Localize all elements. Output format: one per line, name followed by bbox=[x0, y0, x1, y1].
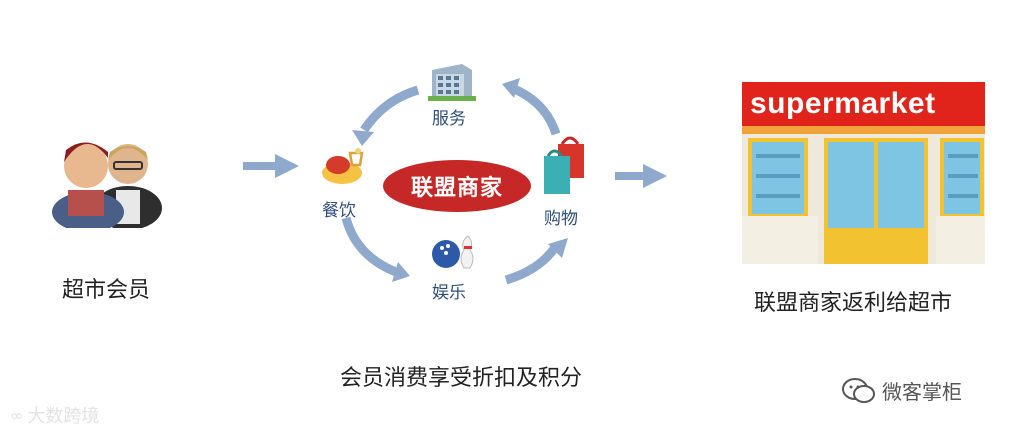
watermark-right: 微客掌柜 bbox=[842, 376, 962, 405]
cycle-diagram bbox=[300, 50, 630, 310]
shopping-bags-icon bbox=[540, 134, 588, 198]
rebate-label: 联盟商家返利给超市 bbox=[754, 291, 953, 316]
node-label-dining: 餐饮 bbox=[322, 201, 356, 221]
hub-label: 联盟商家 bbox=[383, 160, 531, 212]
arrow-right-icon bbox=[243, 152, 299, 180]
storefront-sign: supermarket bbox=[750, 87, 936, 120]
bowling-icon bbox=[428, 232, 478, 272]
building-icon bbox=[428, 58, 476, 102]
dining-icon bbox=[318, 145, 368, 187]
members-illustration bbox=[40, 118, 170, 232]
node-label-entertainment: 娱乐 bbox=[432, 283, 466, 303]
watermark-left: ∞ 大数跨境 bbox=[10, 405, 100, 428]
members-label: 超市会员 bbox=[62, 278, 151, 303]
storefront-windows bbox=[742, 134, 985, 264]
wechat-icon bbox=[842, 377, 875, 403]
node-label-shopping: 购物 bbox=[544, 209, 578, 229]
storefront-sign-bg bbox=[742, 82, 985, 128]
node-label-service: 服务 bbox=[432, 109, 466, 129]
supermarket-storefront: supermarket bbox=[742, 82, 985, 264]
storefront-stripe bbox=[742, 126, 985, 134]
watermark-logo-icon: ∞ bbox=[10, 405, 24, 425]
diagram-caption: 会员消费享受折扣及积分 bbox=[340, 366, 583, 391]
arrow-right-icon bbox=[615, 162, 667, 190]
